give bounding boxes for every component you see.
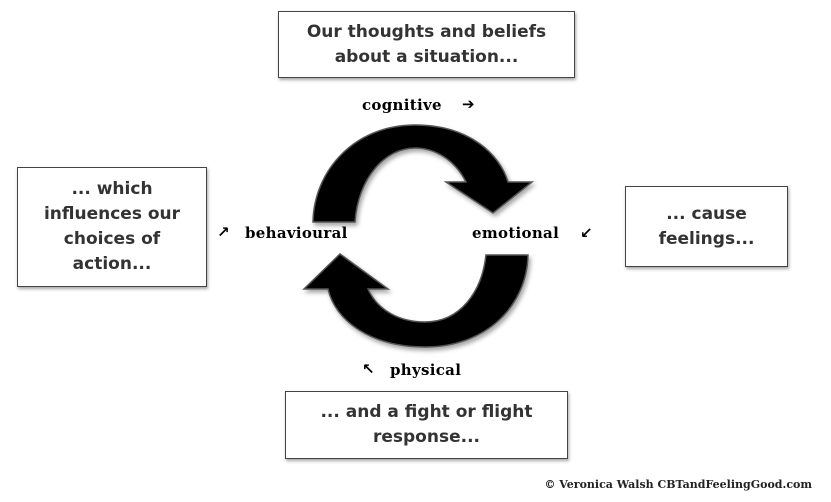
up-left-arrow-icon: ↖ bbox=[362, 360, 375, 378]
down-left-arrow-icon: ↙ bbox=[580, 224, 593, 242]
stage-cognitive: cognitive bbox=[362, 96, 442, 114]
behaviour-box: ... which influences our choices of acti… bbox=[17, 167, 207, 287]
right-arrow-icon: ➔ bbox=[462, 95, 475, 113]
lower-cycle-arrow bbox=[302, 253, 529, 348]
stage-behavioural: behavioural bbox=[245, 224, 348, 242]
physical-response-box: ... and a fight or flight response... bbox=[285, 391, 568, 459]
up-right-arrow-icon: ↗ bbox=[217, 223, 230, 241]
copyright-notice: © Veronica Walsh CBTandFeelingGood.com bbox=[544, 478, 812, 491]
thoughts-box: Our thoughts and beliefs about a situati… bbox=[278, 11, 575, 78]
stage-emotional: emotional bbox=[472, 224, 560, 242]
feelings-box: ... cause feelings... bbox=[625, 186, 788, 267]
upper-cycle-arrow bbox=[312, 124, 535, 223]
stage-physical: physical bbox=[390, 361, 462, 379]
